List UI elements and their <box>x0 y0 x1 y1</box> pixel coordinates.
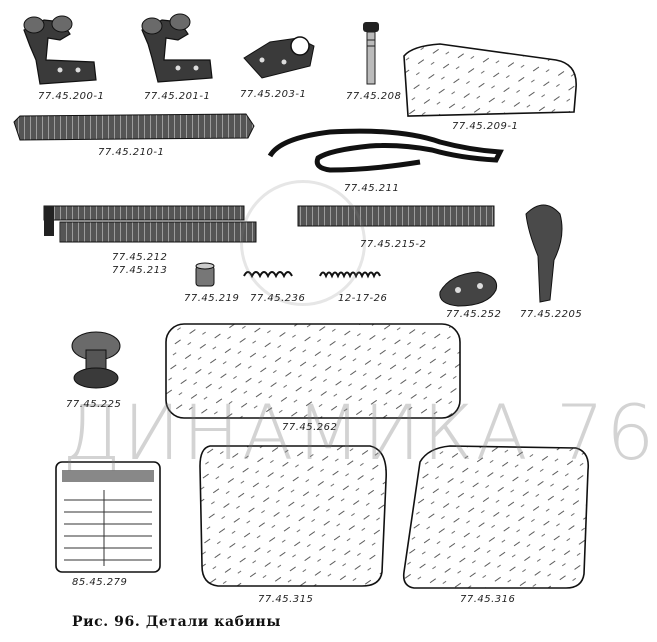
part-label: 77.45.203-1 <box>240 89 307 100</box>
part-label: 77.45.213 <box>112 265 168 276</box>
hinge-right-part <box>141 13 213 83</box>
part-label: 77.45.316 <box>460 594 516 605</box>
part-label: 77.45.211 <box>344 183 400 194</box>
long-spring-part <box>319 271 381 279</box>
seal-loop-part <box>267 128 504 173</box>
bracket-part <box>243 36 315 79</box>
nameplate-part <box>55 461 161 573</box>
knob-part <box>71 331 121 389</box>
bushing-part <box>195 262 215 287</box>
part-label: 77.45.215-2 <box>360 239 427 250</box>
handle-part <box>525 204 563 303</box>
part-label: 77.45.252 <box>446 309 502 320</box>
vent-glass-part <box>403 43 577 117</box>
part-label: 77.45.210-1 <box>98 147 165 158</box>
part-label: 77.45.219 <box>184 293 240 304</box>
pin-part <box>363 22 379 85</box>
part-label: 77.45.208 <box>346 91 402 102</box>
part-label: 12-17-26 <box>338 293 388 304</box>
part-label: 77.45.225 <box>66 399 122 410</box>
left-channels-part <box>43 205 257 243</box>
small-spring-part <box>243 271 293 279</box>
top-strip-part <box>13 113 255 141</box>
figure-caption: Рис. 96. Детали кабины <box>72 614 282 630</box>
part-label: 77.45.201-1 <box>144 91 211 102</box>
part-label: 77.45.209-1 <box>452 121 519 132</box>
rear-glass-part <box>165 323 461 419</box>
part-label: 77.45.200-1 <box>38 91 105 102</box>
hinge-left-part <box>23 15 97 85</box>
part-label: 77.45.212 <box>112 252 168 263</box>
right-door-glass-part <box>402 445 590 589</box>
part-label: 77.45.236 <box>250 293 306 304</box>
plate-part <box>439 271 498 307</box>
right-channel-part <box>297 205 495 227</box>
parts-diagram <box>13 13 590 589</box>
part-label: 77.45.315 <box>258 594 314 605</box>
part-label: 77.45.262 <box>282 422 338 433</box>
part-label: 85.45.279 <box>72 577 128 588</box>
part-label: 77.45.2205 <box>520 309 583 320</box>
left-door-glass-part <box>199 445 387 587</box>
